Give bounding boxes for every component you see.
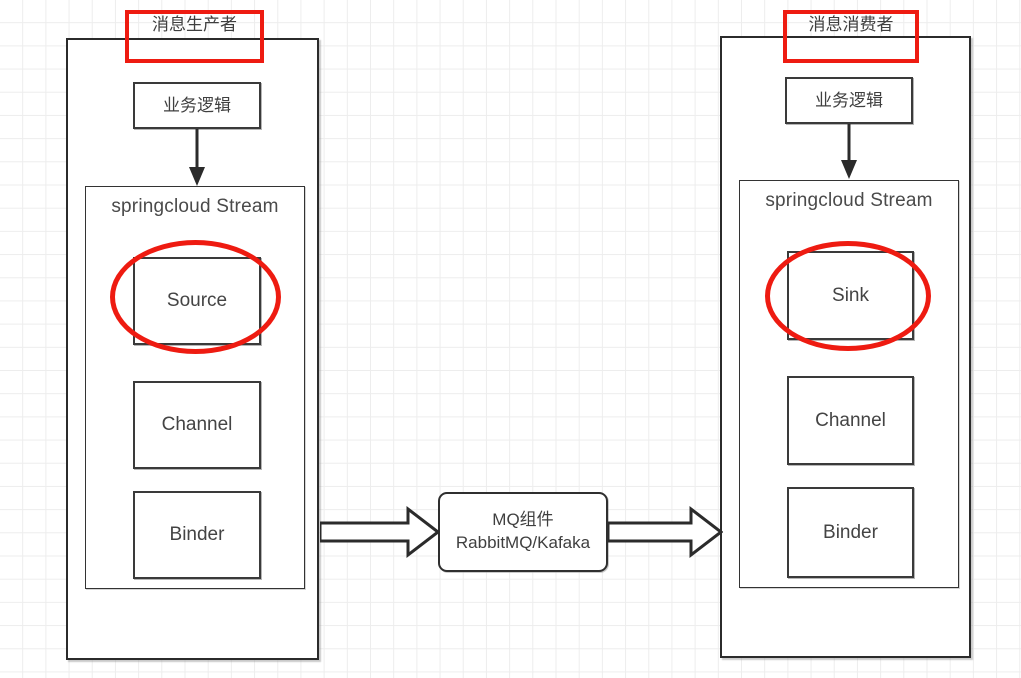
consumer-businesslogic-to-stream-arrow [841, 124, 857, 179]
producer-businesslogic-to-stream-arrow [189, 129, 205, 186]
mq-broker-line2: RabbitMQ/Kafaka [455, 533, 591, 552]
producer-to-broker-arrow [320, 505, 440, 559]
producer-binder-box: Binder [133, 491, 261, 579]
consumer-channel-label: Channel [815, 409, 886, 431]
consumer-stream-label: springcloud Stream [765, 190, 933, 211]
mq-broker-box: MQ组件 RabbitMQ/Kafaka [438, 492, 608, 572]
mq-broker-line1: MQ组件 [492, 510, 554, 530]
producer-channel-label: Channel [161, 414, 233, 436]
producer-business-logic-box: 业务逻辑 [133, 82, 261, 129]
producer-source-label: Source [166, 290, 228, 312]
consumer-business-logic-label: 业务逻辑 [815, 90, 883, 110]
consumer-title-highlight-rect [783, 10, 919, 63]
producer-title-highlight-rect [125, 10, 264, 63]
producer-channel-box: Channel [133, 381, 261, 469]
consumer-sink-box: Sink [787, 251, 914, 340]
consumer-sink-label: Sink [832, 284, 869, 306]
consumer-business-logic-box: 业务逻辑 [785, 77, 913, 124]
consumer-binder-label: Binder [823, 521, 878, 543]
producer-stream-label: springcloud Stream [111, 196, 279, 217]
consumer-binder-box: Binder [787, 487, 914, 578]
producer-source-box: Source [133, 257, 261, 345]
producer-business-logic-label: 业务逻辑 [163, 95, 231, 115]
consumer-channel-box: Channel [787, 376, 914, 465]
producer-binder-label: Binder [169, 524, 225, 546]
broker-to-consumer-arrow [608, 505, 723, 559]
